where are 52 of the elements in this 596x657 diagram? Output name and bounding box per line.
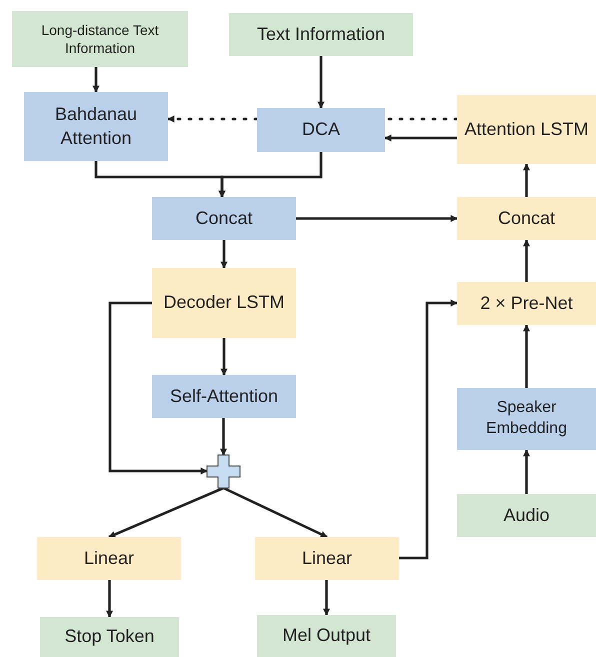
arrow xyxy=(108,302,208,474)
box-label: Long-distance Text Information xyxy=(40,20,160,58)
box-label: Linear xyxy=(302,546,352,570)
arrow xyxy=(523,449,530,494)
dotted-arrow xyxy=(166,116,258,122)
process-box xyxy=(457,388,596,450)
arrow xyxy=(523,239,530,282)
process-box xyxy=(257,615,396,657)
arrow xyxy=(222,486,328,538)
process-box xyxy=(24,92,168,161)
arrow xyxy=(220,338,228,376)
box-label: 2 × Pre-Net xyxy=(480,292,573,315)
process-box xyxy=(457,95,596,164)
process-box xyxy=(457,197,596,240)
box-label: Attention LSTM xyxy=(464,118,589,141)
process-box xyxy=(37,537,181,580)
box-label: Speaker Embedding xyxy=(485,398,568,439)
box-label: Concat xyxy=(195,206,253,230)
arrow xyxy=(296,215,458,222)
process-box xyxy=(457,282,596,325)
process-box xyxy=(255,537,399,580)
arrow xyxy=(399,300,458,560)
process-box xyxy=(152,197,296,240)
arrow xyxy=(220,418,227,456)
process-box xyxy=(152,375,296,418)
arrow xyxy=(220,240,228,269)
process-box xyxy=(457,494,596,537)
arrow xyxy=(318,56,324,109)
box-label: Audio xyxy=(503,504,550,527)
box-label: Self-Attention xyxy=(170,384,278,408)
arrow xyxy=(92,67,100,93)
arrow xyxy=(218,152,322,198)
process-box xyxy=(229,13,413,56)
process-box xyxy=(257,108,385,152)
plus-symbol xyxy=(207,455,240,488)
arrow xyxy=(106,580,113,618)
process-box xyxy=(40,617,179,657)
process-box xyxy=(12,11,188,67)
box-label: Bahdanau Attention xyxy=(54,103,138,150)
arrow xyxy=(384,134,457,142)
box-label: Text Information xyxy=(256,22,386,46)
box-label: Concat xyxy=(498,206,556,230)
arrow xyxy=(108,486,224,538)
box-label: Mel Output xyxy=(282,624,371,648)
box-label: Stop Token xyxy=(64,625,154,648)
arrow xyxy=(523,324,530,388)
arrow xyxy=(523,163,530,197)
arrow xyxy=(323,580,330,616)
box-label: Linear xyxy=(84,546,134,570)
box-label: DCA xyxy=(302,118,340,142)
box-label: Decoder LSTM xyxy=(163,291,285,314)
process-box xyxy=(152,268,296,338)
